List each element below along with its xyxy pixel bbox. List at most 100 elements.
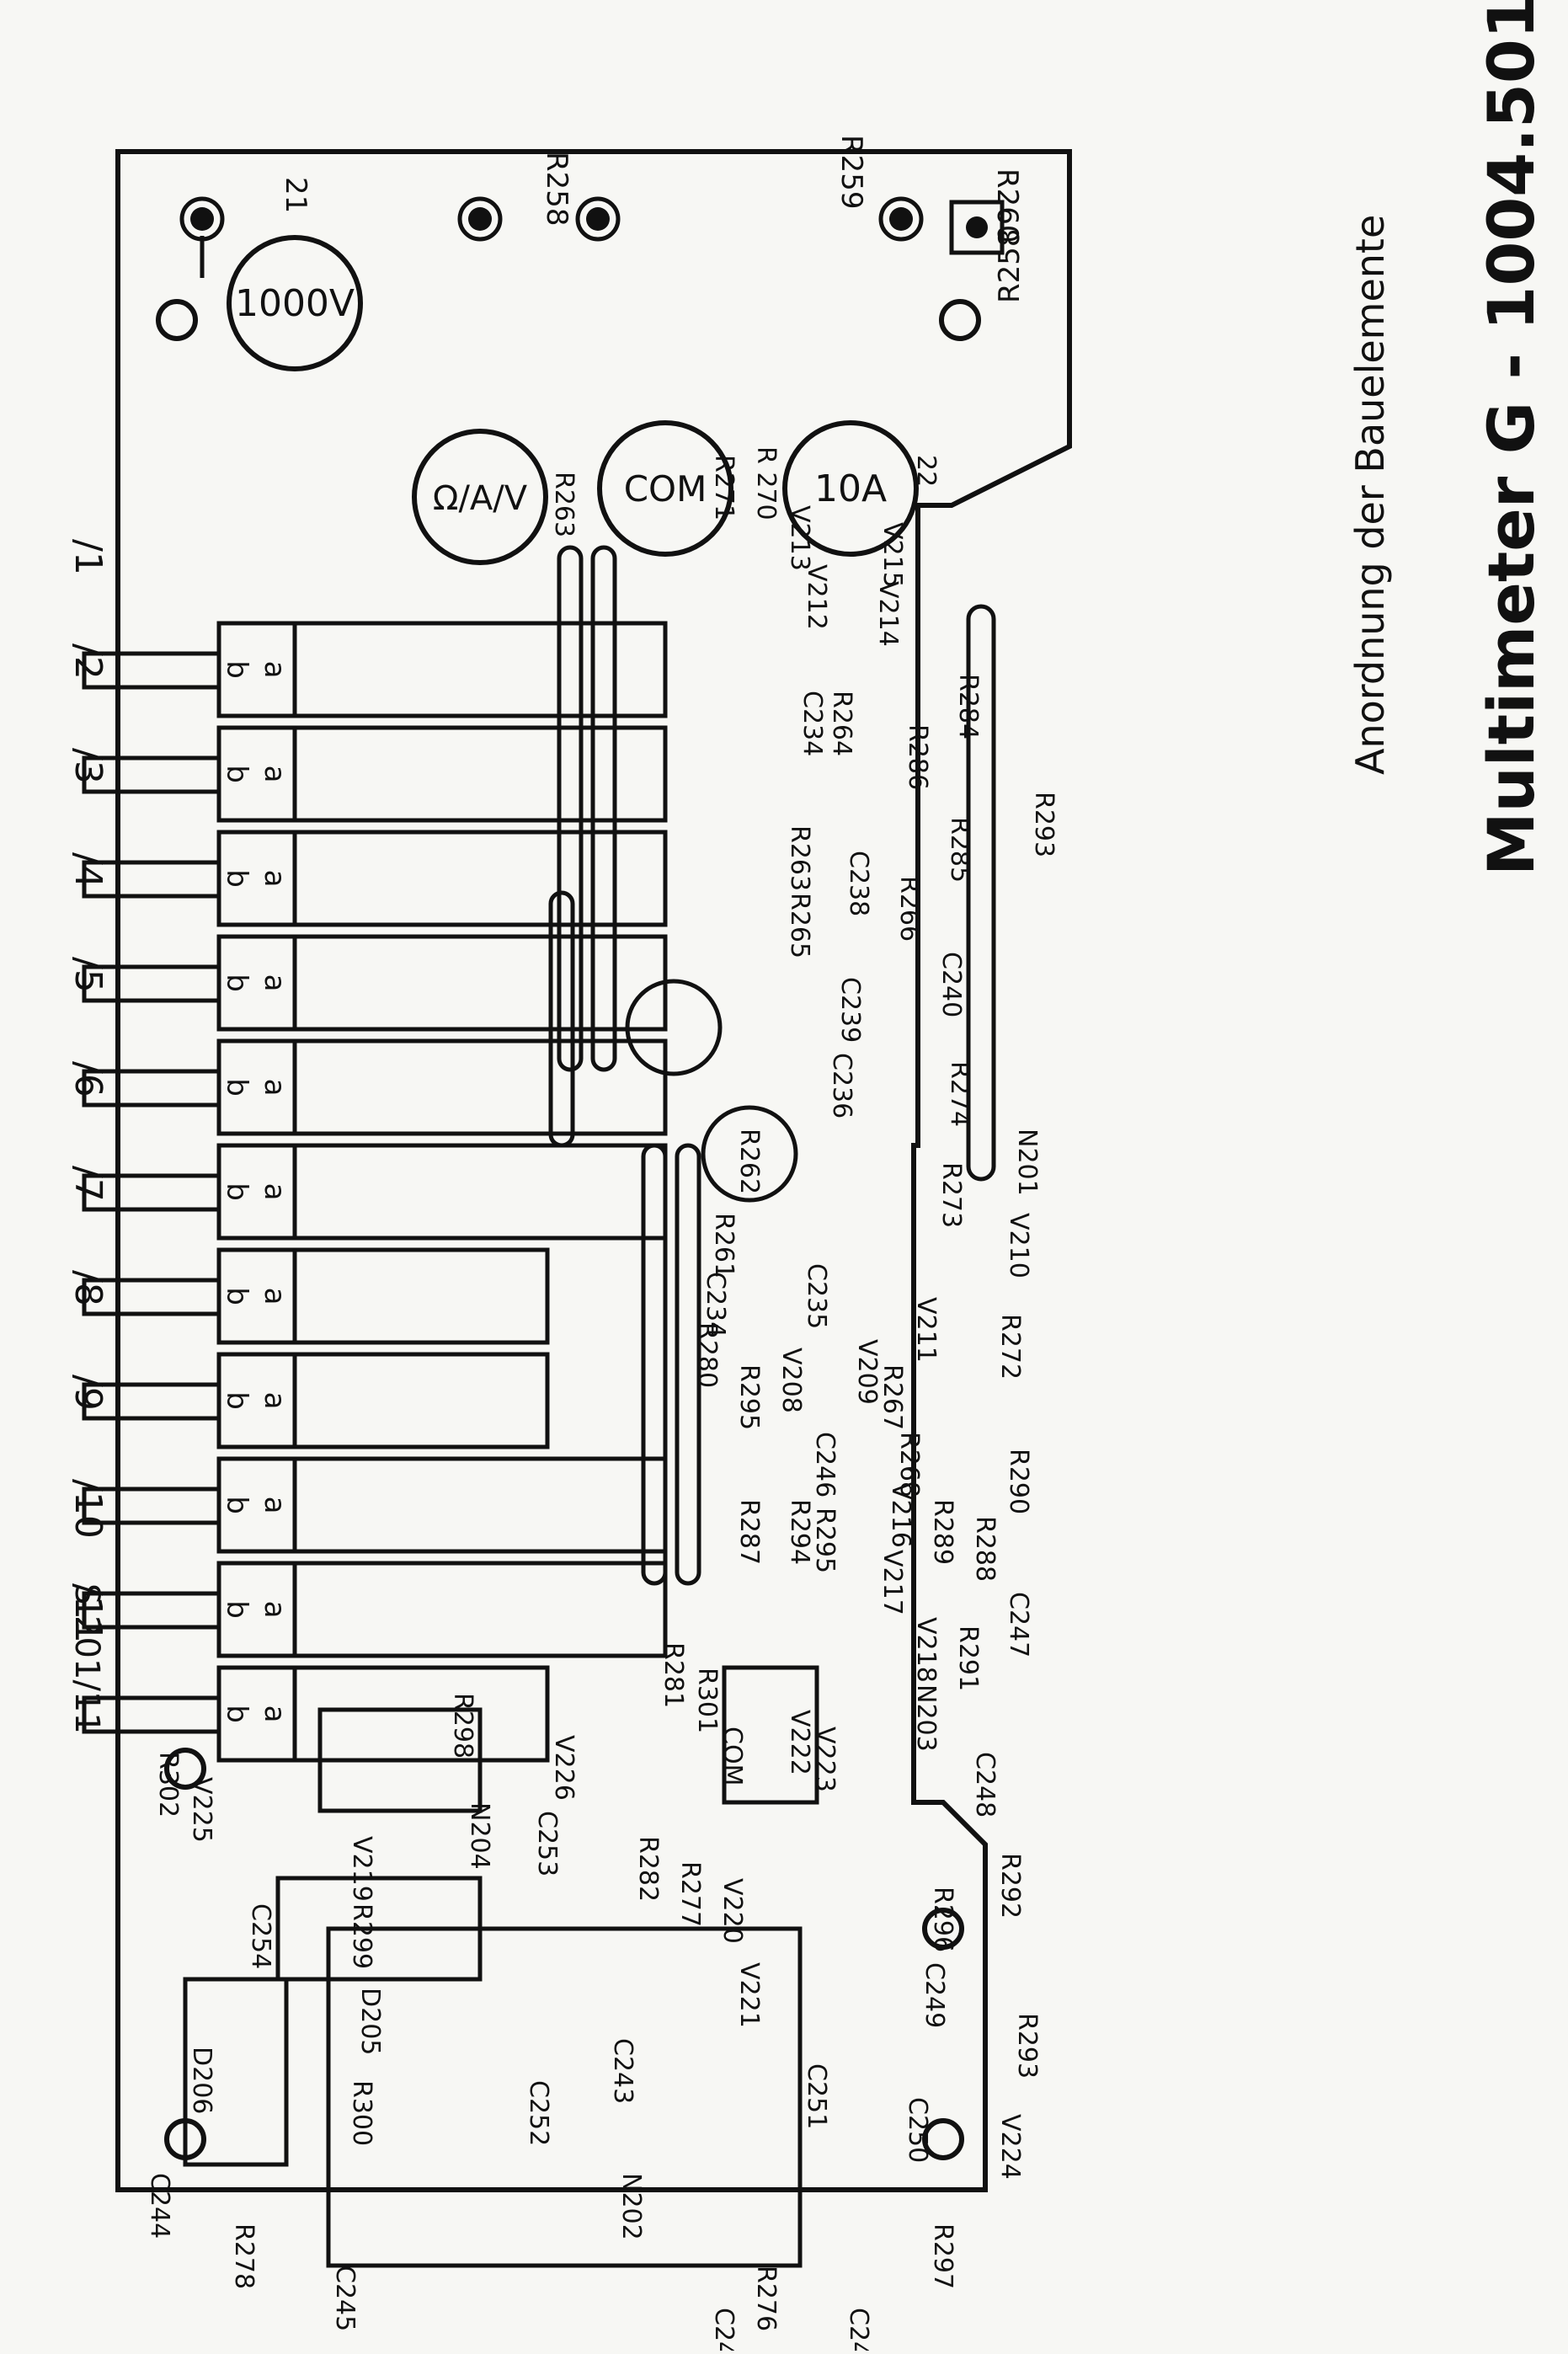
label-r281: R281 <box>659 1642 688 1708</box>
switch-contact-label: a <box>258 1601 291 1619</box>
label-21: 21 <box>279 177 312 213</box>
switch-contact-label: a <box>258 1497 291 1514</box>
label-r270: R 270 <box>751 446 781 520</box>
label-v216: V216 <box>886 1482 915 1548</box>
label-c253: C253 <box>532 1811 562 1876</box>
label-r280: R280 <box>692 1322 722 1388</box>
label-d205: D205 <box>355 1988 385 2055</box>
resistor-r261-body <box>675 1143 701 1586</box>
switch-contact-label: b <box>220 765 253 783</box>
switch-contact-strip <box>292 1143 668 1241</box>
resistor-r271-body <box>557 545 584 1072</box>
r258-trace <box>179 196 1005 278</box>
r258-label: R258 <box>993 228 1027 303</box>
label-c240: C240 <box>936 952 966 1017</box>
switch-contact-label: a <box>258 1705 291 1723</box>
resistor-r293-body <box>966 604 996 1182</box>
jack-ohm-a-v-label: Ω/A/V <box>433 479 528 518</box>
switch-contact-label: b <box>220 1078 253 1097</box>
ic-n203 <box>722 1665 819 1805</box>
switch-contact-label: b <box>220 660 253 679</box>
jack-1000v: 1000V <box>227 235 363 371</box>
label-v212: V212 <box>802 564 831 630</box>
ic-n202 <box>326 1926 803 2268</box>
switch-module: ab <box>82 1038 668 1136</box>
label-r259: R259 <box>835 135 868 210</box>
label-c252: C252 <box>524 2080 553 2146</box>
label-r295b: R295 <box>810 1508 840 1573</box>
label-r262: R262 <box>734 1129 764 1194</box>
label-c242: C242 <box>709 2308 739 2351</box>
label-v210: V210 <box>1004 1213 1033 1278</box>
label-r258: R258 <box>540 152 573 227</box>
switch-module: ab <box>82 1456 668 1554</box>
switch-contact-strip <box>292 621 668 718</box>
switch-key-label: /6 <box>67 1061 109 1097</box>
label-c249: C249 <box>920 1962 949 2028</box>
switch-module: ab <box>82 830 668 927</box>
label-r261: R261 <box>709 1213 739 1278</box>
switch-contact-label: a <box>258 1183 291 1201</box>
jack-10a-label: 10A <box>814 467 887 510</box>
switch-contact-label: b <box>220 1182 253 1201</box>
label-r284: R284 <box>953 674 983 739</box>
label-c254: C254 <box>246 1903 275 1969</box>
label-r272: R272 <box>995 1314 1025 1380</box>
label-v225: V225 <box>187 1777 216 1843</box>
mounting-hole <box>922 1908 964 1950</box>
switch-contact-label: a <box>258 1392 291 1410</box>
label-r287: R287 <box>734 1499 764 1565</box>
label-r273: R273 <box>936 1162 966 1228</box>
label-r298: R298 <box>448 1693 477 1759</box>
label-n202: N202 <box>616 2173 646 2240</box>
label-r296: R296 <box>928 1887 957 1952</box>
switch-key-label: /7 <box>67 1166 109 1202</box>
label-r271: R271 <box>709 455 739 520</box>
label-v224: V224 <box>995 2114 1025 2180</box>
switch-contact-strip <box>292 1247 550 1345</box>
switch-contact-strip <box>292 1665 550 1763</box>
switch-contact-label: a <box>258 661 291 679</box>
switch-contact-label: b <box>220 974 253 992</box>
label-n203: N203 <box>911 1684 941 1752</box>
switch-module: ab <box>82 1143 668 1241</box>
label-r263b: R263 <box>785 825 814 891</box>
label-r293b: R293 <box>1012 2013 1042 2079</box>
label-c245: C245 <box>330 2266 360 2331</box>
mounting-hole <box>922 2118 964 2160</box>
switch-contact-strip <box>292 1456 668 1554</box>
switch-contact-label: b <box>220 1391 253 1410</box>
switch-contact-strip <box>292 725 668 823</box>
label-r274: R274 <box>945 1061 974 1127</box>
label-r278: R278 <box>229 2223 259 2289</box>
switch-contact-label: a <box>258 974 291 992</box>
label-r277: R277 <box>675 1861 705 1927</box>
switch-contact-label: a <box>258 766 291 783</box>
label-c239: C239 <box>835 977 865 1043</box>
switch-contact-label: a <box>258 1079 291 1097</box>
switch-contact-label: a <box>258 870 291 888</box>
trimmer-c239 <box>625 979 723 1076</box>
label-v220: V220 <box>717 1878 747 1944</box>
label-c247: C247 <box>1004 1592 1033 1657</box>
switch-contact-label: b <box>220 1287 253 1305</box>
label-r297: R297 <box>928 2223 957 2289</box>
label-v208: V208 <box>776 1348 806 1413</box>
label-r289: R289 <box>928 1499 957 1565</box>
switch-module: ab <box>82 1665 550 1763</box>
resistor-r263-body <box>548 890 575 1148</box>
switch-module: ab <box>82 725 668 823</box>
label-r302: R302 <box>153 1752 183 1818</box>
label-v213: V213 <box>785 505 814 571</box>
label-n204: N204 <box>465 1802 494 1870</box>
label-v214: V214 <box>873 581 903 647</box>
label-r292: R292 <box>995 1853 1025 1919</box>
switch-contact-label: b <box>220 869 253 888</box>
label-v222: V222 <box>785 1710 814 1775</box>
label-r299: R299 <box>347 1903 376 1969</box>
label-r263a: R263 <box>549 472 579 537</box>
pcb-board: 1000V Ω/A/V COM 10A R258 <box>82 149 1072 2268</box>
